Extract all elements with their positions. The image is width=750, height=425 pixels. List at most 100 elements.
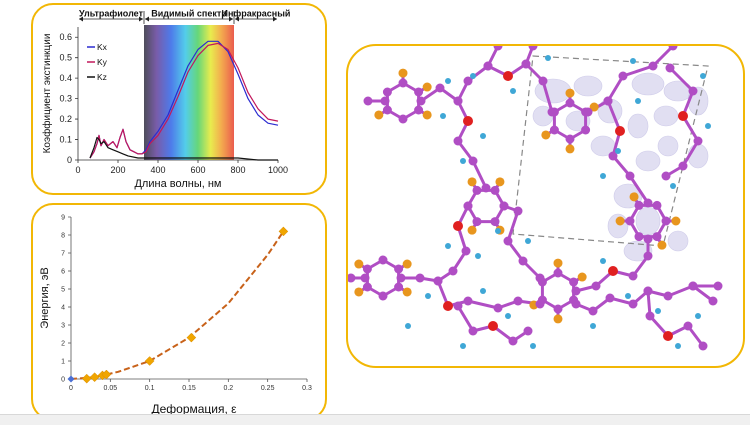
hydrogen-atom	[405, 323, 411, 329]
density-blob	[687, 143, 709, 169]
y-tick-label: 2	[61, 341, 65, 348]
oxygen-atom	[443, 301, 453, 311]
molecule-group	[348, 46, 723, 351]
carbon-atom	[463, 201, 473, 211]
carbon-atom	[652, 232, 662, 242]
carbon-atom	[461, 246, 471, 256]
carbon-atom	[472, 185, 482, 195]
hydrogen-atom	[625, 293, 631, 299]
oxygen-atom	[663, 331, 673, 341]
carbon-atom	[503, 236, 513, 246]
oxygen-atom	[678, 111, 688, 121]
fluorine-atom	[354, 259, 364, 269]
density-blob	[635, 206, 661, 236]
region-arrowhead-left-1	[145, 16, 149, 22]
carbon-atom	[645, 311, 655, 321]
legend-label-kz: Kz	[97, 72, 107, 82]
carbon-atom	[665, 63, 675, 73]
density-blob	[627, 113, 649, 139]
fluorine-atom	[422, 82, 432, 92]
carbon-atom	[513, 296, 523, 306]
hydrogen-atom	[445, 78, 451, 84]
carbon-atom	[535, 299, 545, 309]
data-point	[101, 369, 112, 380]
carbon-atom	[518, 256, 528, 266]
carbon-atom	[382, 105, 392, 115]
legend-label-kx: Kx	[97, 42, 108, 52]
bond	[466, 299, 500, 310]
series-line-ky	[89, 42, 279, 159]
carbon-atom	[547, 107, 557, 117]
carbon-atom	[678, 161, 688, 171]
carbon-atom	[605, 293, 615, 303]
carbon-atom	[394, 282, 404, 292]
fluorine-atom	[541, 130, 551, 140]
fluorine-atom	[553, 258, 563, 268]
density-blob	[667, 230, 689, 252]
carbon-atom	[363, 96, 373, 106]
carbon-atom	[569, 277, 579, 287]
region-label-1: Видимый спектр	[151, 9, 227, 19]
y-tick-label: 9	[61, 215, 65, 222]
carbon-atom	[521, 59, 531, 69]
region-arrowhead-right-2	[273, 16, 277, 22]
hydrogen-atom	[655, 308, 661, 314]
bond	[668, 66, 695, 93]
x-tick-label: 600	[190, 165, 205, 175]
y-tick-label: 5	[61, 287, 65, 294]
carbon-atom	[394, 264, 404, 274]
bond	[606, 99, 622, 133]
region-arrowhead-left-2	[235, 16, 239, 22]
carbon-atom	[713, 281, 723, 291]
carbon-atom	[603, 96, 613, 106]
region-arrowhead-right-0	[139, 16, 143, 22]
hydrogen-atom	[675, 343, 681, 349]
carbon-atom	[648, 61, 658, 71]
region-label-2: Инфракрасный	[222, 9, 291, 19]
fluorine-atom	[589, 102, 599, 112]
carbon-atom	[433, 276, 443, 286]
carbon-atom	[453, 96, 463, 106]
y-tick-label: 0.5	[59, 53, 72, 63]
fit-curve	[70, 230, 285, 380]
carbon-atom	[652, 200, 662, 210]
density-blob	[657, 135, 679, 157]
y-tick-label: 6	[61, 269, 65, 276]
hydrogen-atom	[695, 313, 701, 319]
bond	[621, 64, 655, 78]
carbon-atom	[698, 341, 708, 351]
fluorine-atom	[354, 287, 364, 297]
carbon-atom	[508, 336, 518, 346]
density-blob	[631, 72, 665, 96]
legend-label-ky: Ky	[97, 57, 108, 67]
carbon-atom	[583, 107, 593, 117]
hydrogen-atom	[700, 73, 706, 79]
hydrogen-atom	[440, 113, 446, 119]
hydrogen-atom	[460, 158, 466, 164]
carbon-atom	[693, 136, 703, 146]
fluorine-atom	[467, 177, 477, 187]
hydrogen-atom	[600, 173, 606, 179]
x-tick-label: 1000	[268, 165, 288, 175]
visible-spectrum-band	[144, 25, 234, 160]
data-point-origin	[67, 375, 75, 383]
carbon-atom	[625, 216, 635, 226]
fluorine-atom	[374, 110, 384, 120]
x-axis-label: Деформация, ε	[151, 402, 237, 416]
carbon-atom	[538, 76, 548, 86]
carbon-atom	[382, 87, 392, 97]
carbon-atom	[643, 198, 653, 208]
carbon-atom	[362, 264, 372, 274]
carbon-atom	[398, 114, 408, 124]
density-blob	[573, 75, 603, 97]
carbon-atom	[360, 273, 370, 283]
carbon-atom	[581, 125, 591, 135]
x-tick-label: 0.3	[302, 385, 312, 392]
carbon-atom	[490, 185, 500, 195]
y-tick-label: 3	[61, 323, 65, 330]
carbon-atom	[528, 46, 538, 51]
data-point	[81, 373, 92, 384]
region-arrowhead-right-1	[229, 16, 233, 22]
